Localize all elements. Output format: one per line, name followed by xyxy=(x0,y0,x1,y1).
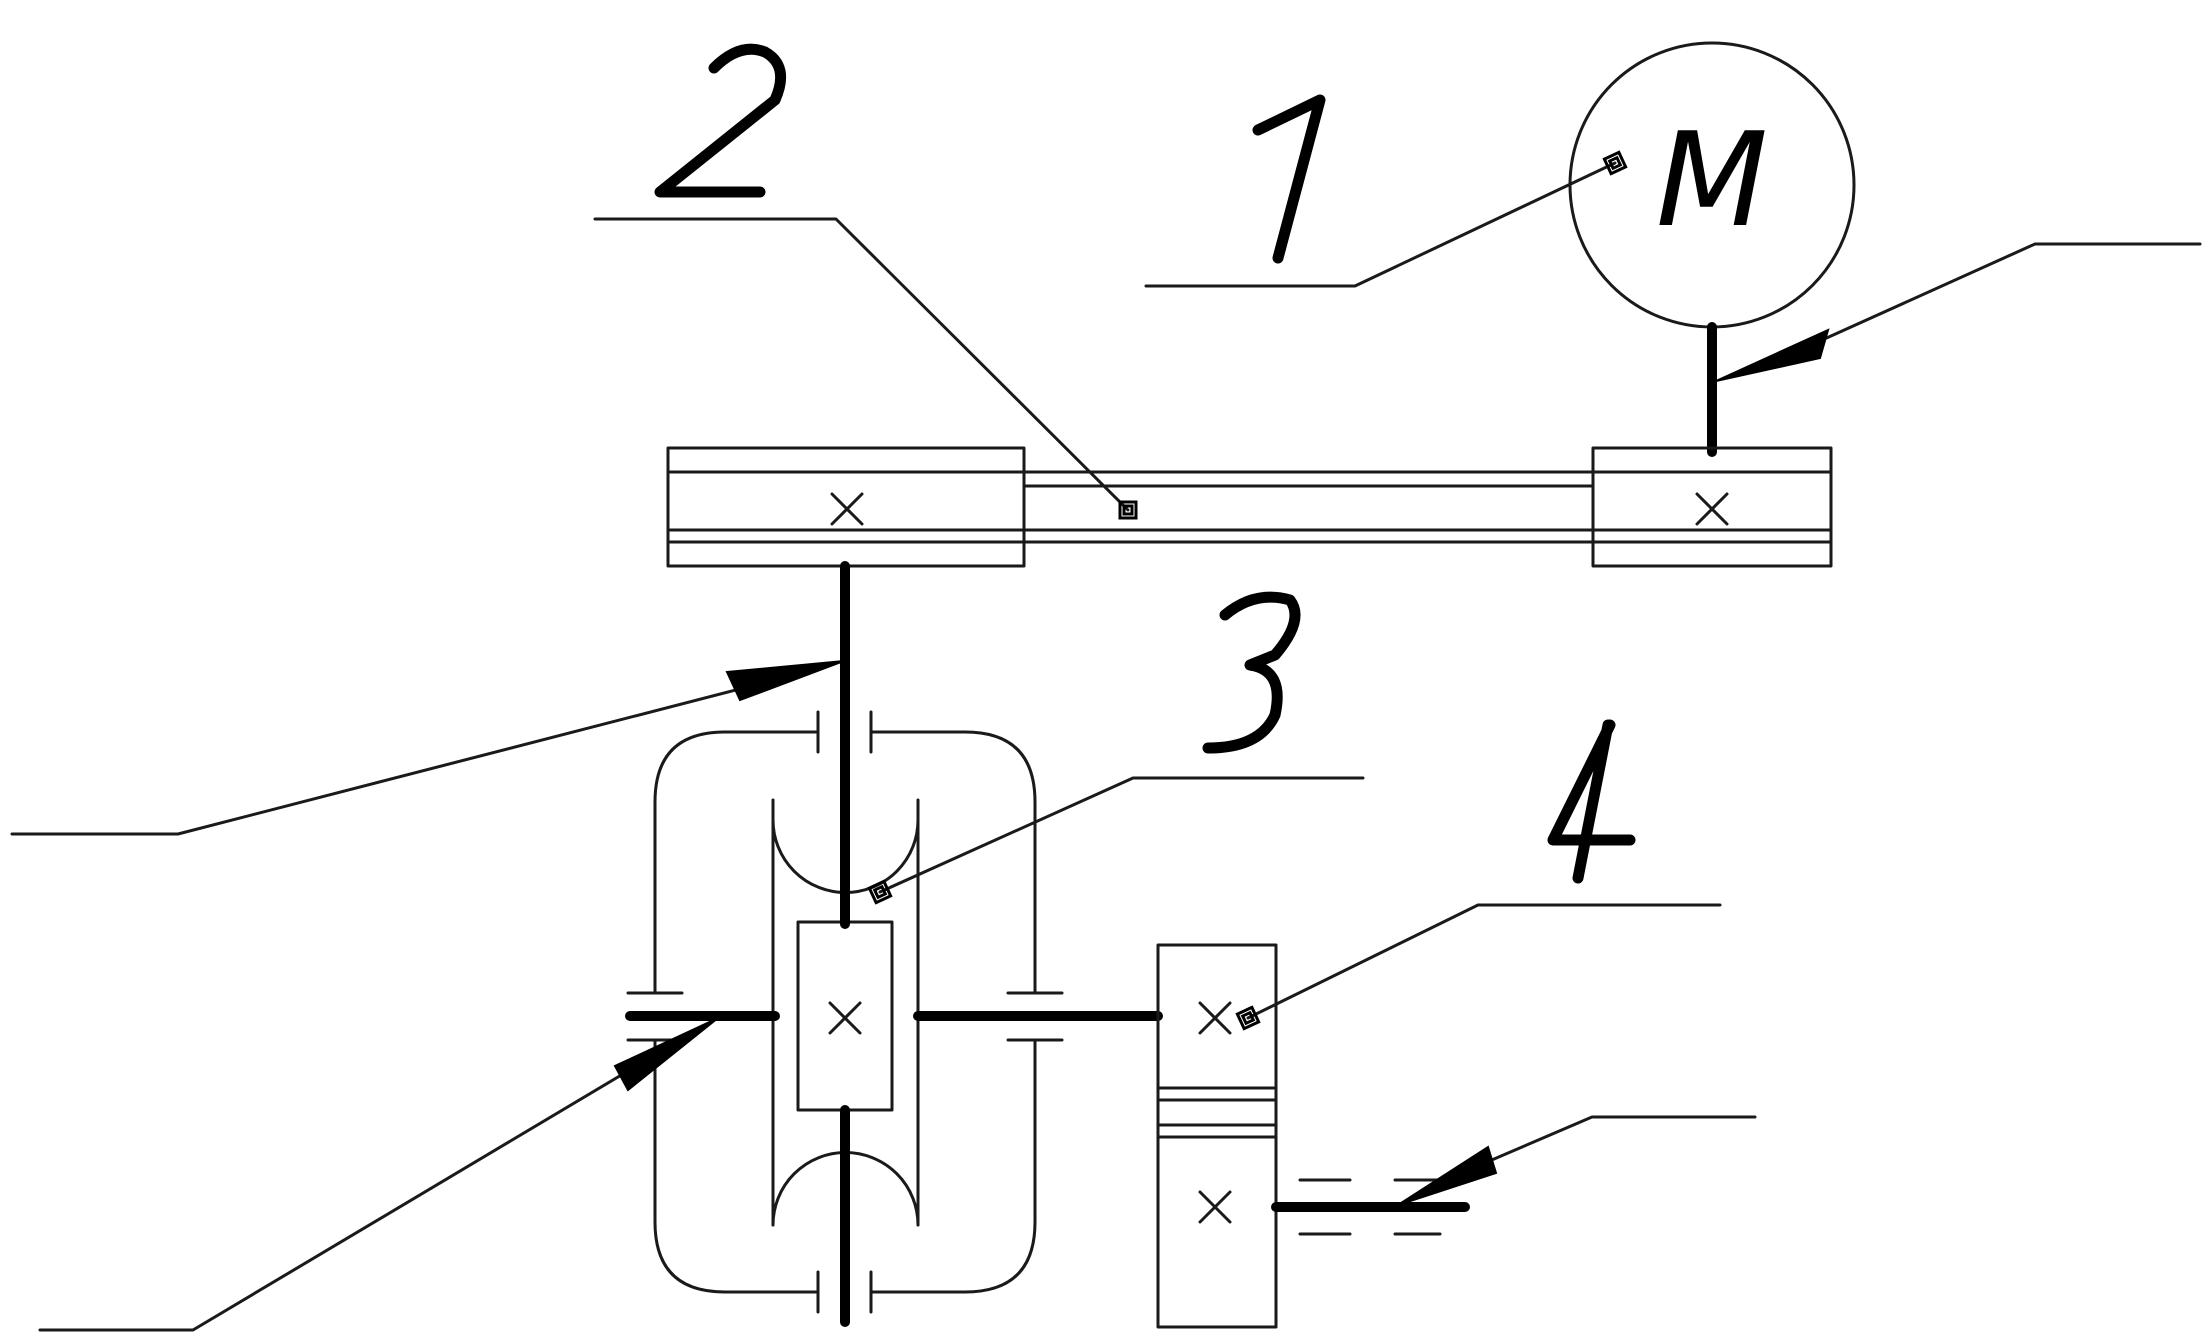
callout-2: 2 xyxy=(654,43,787,198)
belt-drive xyxy=(666,446,1833,568)
arrow-leader-output-shaft xyxy=(1443,1115,1757,1182)
motor-label: M xyxy=(1656,104,1768,256)
arrow-head-motor-shaft xyxy=(1715,328,1830,382)
drive-pulley xyxy=(1591,446,1833,568)
callout-4: 4 xyxy=(1547,719,1636,884)
callout-4-text: 4 xyxy=(1590,877,1591,879)
leader-line-4 xyxy=(1246,903,1722,1020)
arrow-head-output-shaft xyxy=(1397,1145,1498,1206)
arrow-head-wheel-shaft xyxy=(613,1017,719,1092)
arrow-head-input-shaft xyxy=(725,660,845,702)
callout-3-text: 3 xyxy=(1250,747,1251,749)
leader-line-1 xyxy=(1144,161,1617,288)
gearbox-housing xyxy=(653,730,1037,1294)
arrow-leader-input-shaft xyxy=(10,674,792,836)
spur-gear-pair xyxy=(1156,943,1278,1329)
callout-1-text: 1 xyxy=(1290,257,1291,259)
leader-line-3 xyxy=(878,776,1365,894)
leader-line-2 xyxy=(593,217,1130,512)
callout-1: 1 xyxy=(1252,94,1326,264)
arrow-leader-motor-shaft xyxy=(1758,242,2202,370)
callout-3: 3 xyxy=(1202,591,1301,754)
motor: M xyxy=(1568,41,1856,329)
arrow-leader-wheel-shaft xyxy=(38,1044,672,1332)
